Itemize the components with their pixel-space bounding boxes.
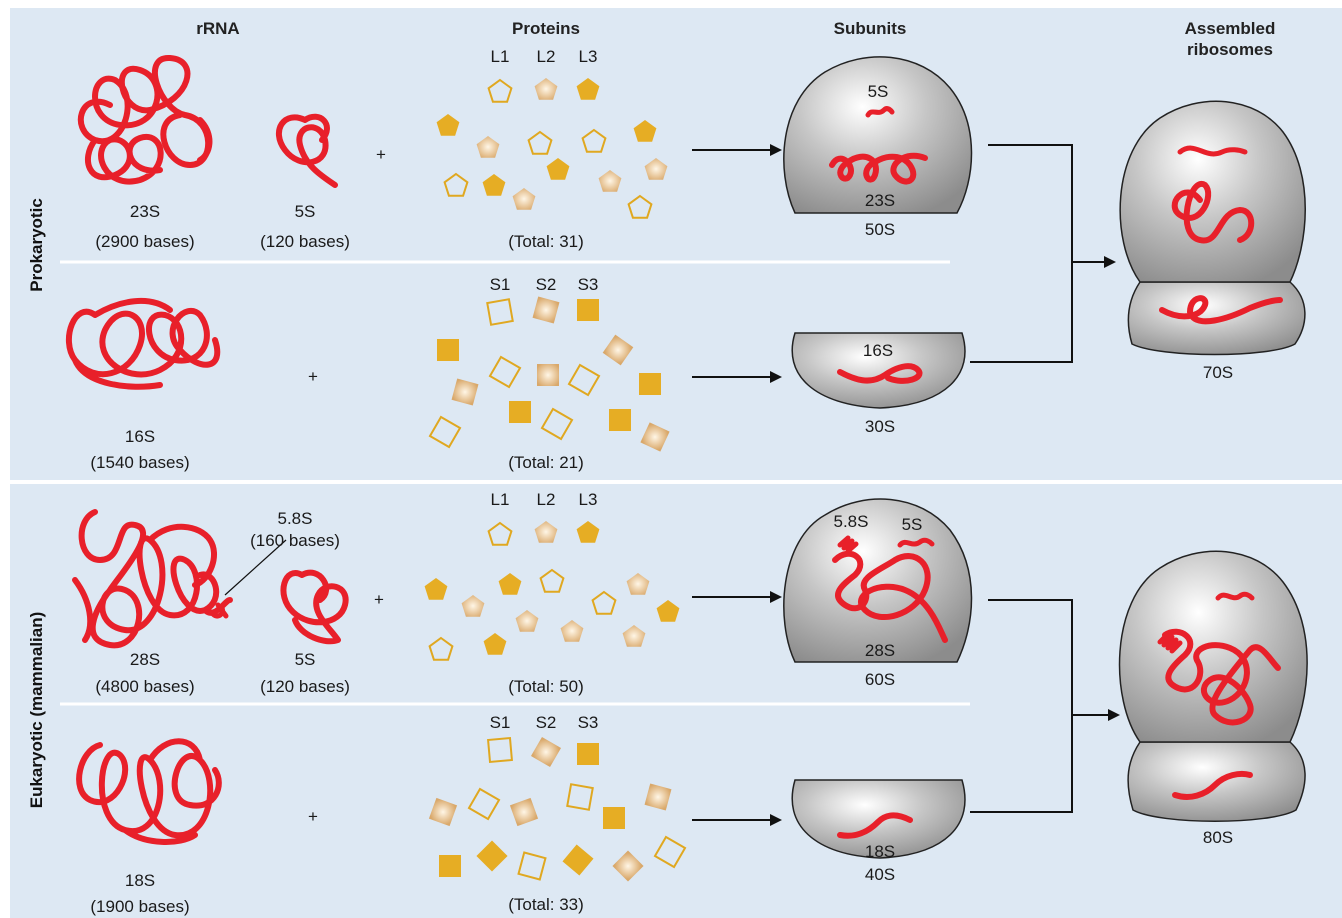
protein-shape [609, 409, 631, 431]
prok-small-protein-total: (Total: 21) [508, 453, 584, 472]
arrow-head-euk-large [770, 591, 782, 603]
protein-shape [439, 855, 461, 877]
protein-shape [509, 401, 531, 423]
protein-shape [577, 299, 599, 321]
protein-label-l3: L3 [579, 47, 598, 66]
prok-5s-name: 5S [295, 202, 316, 221]
euk-58s-size: (160 bases) [250, 531, 340, 550]
subunit-30s-inner-16s: 16S [863, 341, 893, 360]
ribosome-80s [1118, 550, 1308, 822]
protein-label-l2: L2 [537, 47, 556, 66]
protein-shape [437, 339, 459, 361]
rrna-5s-coil [276, 113, 338, 188]
subunit-50s-inner-23s: 23S [865, 191, 895, 210]
prok-5s-size: (120 bases) [260, 232, 350, 251]
callout-line-58s [224, 539, 287, 596]
protein-label-s1: S1 [490, 275, 511, 294]
subunit-50s-name: 50S [865, 220, 895, 239]
subunit-30s-name: 30S [865, 417, 895, 436]
subunit-40s-name: 40S [865, 865, 895, 884]
prok-large-protein-total: (Total: 31) [508, 232, 584, 251]
prok-small-plus: + [308, 367, 318, 386]
subunit-60s-inner-28s: 28S [865, 641, 895, 660]
protein-shape [639, 373, 661, 395]
euk-58s-name: 5.8S [278, 509, 313, 528]
arrow-head-prok-large [770, 144, 782, 156]
protein-label-l1: L1 [491, 47, 510, 66]
rrna-23s-coil [77, 55, 213, 185]
join-line-prok [970, 144, 1073, 363]
prok-16s-size: (1540 bases) [90, 453, 189, 472]
side-label-prokaryotic: Prokaryotic [27, 198, 46, 292]
euk-5s-name: 5S [295, 650, 316, 669]
euk-small-protein-total: (Total: 33) [508, 895, 584, 914]
euk-large-protein-total: (Total: 50) [508, 677, 584, 696]
subunit-60s-inner-5s: 5S [902, 515, 923, 534]
subunit-60s-inner-58s: 5.8S [834, 512, 869, 531]
protein-label-l1: L1 [491, 490, 510, 509]
prokaryotic-panel [10, 8, 1342, 480]
ribosome-70s [1119, 100, 1306, 356]
protein-label-s2: S2 [536, 275, 557, 294]
header-subunits: Subunits [834, 19, 907, 38]
arrow-head-prok-join [1104, 256, 1116, 268]
arrow-head-prok-small [770, 371, 782, 383]
rrna-16s-coil [65, 297, 221, 390]
join-line-euk [970, 599, 1073, 813]
subunit-30s: 16S [791, 332, 966, 409]
protein-set-prok-small: S1 S2 S3 (Total: 21) [428, 275, 670, 472]
subunit-50s-inner-5s: 5S [868, 82, 889, 101]
header-rrna: rRNA [196, 19, 239, 38]
protein-label-s1: S1 [490, 713, 511, 732]
prok-large-plus: + [376, 145, 386, 164]
protein-label-l3: L3 [579, 490, 598, 509]
eukaryotic-panel [10, 484, 1342, 918]
subunit-60s-name: 60S [865, 670, 895, 689]
euk-18s-size: (1900 bases) [90, 897, 189, 916]
euk-18s-name: 18S [125, 871, 155, 890]
euk-28s-size: (4800 bases) [95, 677, 194, 696]
subunit-40s: 18S [791, 779, 966, 861]
protein-label-s3: S3 [578, 275, 599, 294]
euk-5s-size: (120 bases) [260, 677, 350, 696]
subunit-60s: 5.8S 5S 28S [783, 498, 973, 663]
protein-set-prok-large: L1 L2 L3 (Total: 31) [436, 47, 668, 251]
rrna-5s-euk-coil [280, 569, 349, 645]
ribosome-80s-name: 80S [1203, 828, 1233, 847]
protein-label-s3: S3 [578, 713, 599, 732]
protein-label-l2: L2 [537, 490, 556, 509]
protein-set-euk-large: L1 L2 L3 (Total: 50) [424, 490, 680, 696]
arrow-head-euk-small [770, 814, 782, 826]
prok-16s-name: 16S [125, 427, 155, 446]
protein-shape [537, 364, 559, 386]
ribosome-70s-name: 70S [1203, 363, 1233, 382]
prok-23s-size: (2900 bases) [95, 232, 194, 251]
header-assembled-line1: Assembled [1185, 19, 1276, 38]
protein-label-s2: S2 [536, 713, 557, 732]
protein-shape [577, 743, 599, 765]
rrna-18s-coil [76, 738, 222, 845]
arrow-head-euk-join [1108, 709, 1120, 721]
side-label-eukaryotic: Eukaryotic (mammalian) [27, 612, 46, 809]
header-assembled-line2: ribosomes [1187, 40, 1273, 59]
subunit-40s-inner-18s: 18S [865, 842, 895, 861]
prok-23s-name: 23S [130, 202, 160, 221]
subunit-50s: 5S 23S [783, 56, 973, 214]
protein-set-euk-small: S1 S2 S3 (Total: 33) [428, 713, 687, 914]
euk-28s-name: 28S [130, 650, 160, 669]
euk-large-plus: + [374, 590, 384, 609]
header-proteins: Proteins [512, 19, 580, 38]
protein-shape [603, 807, 625, 829]
euk-small-plus: + [308, 807, 318, 826]
rrna-28s-coil [72, 509, 233, 649]
